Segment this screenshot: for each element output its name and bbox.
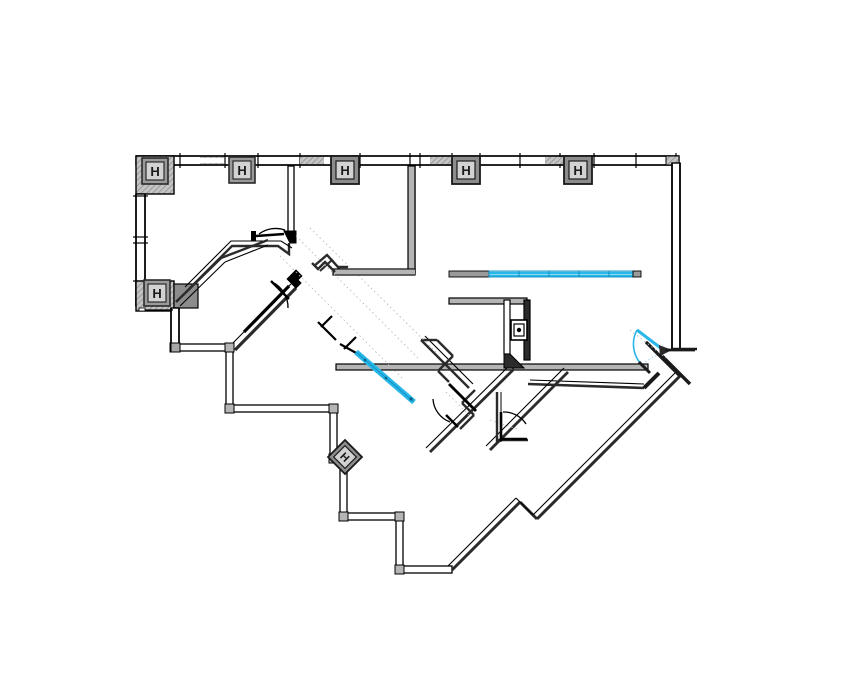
- sw-lower-walls: [338, 458, 453, 575]
- h-marker-label: H: [461, 163, 470, 178]
- h-marker-1: H: [141, 157, 169, 185]
- corridor-wall-nw-inner: [184, 240, 293, 288]
- corridor-stub-1: [317, 315, 337, 341]
- h-marker-label: H: [340, 163, 349, 178]
- mid-diagonal-wall-a: [425, 364, 515, 453]
- dotted-guides: [279, 227, 667, 431]
- window-band-top: [181, 158, 665, 163]
- sw-wing-walls: [169, 238, 343, 464]
- h-marker-5: H: [563, 155, 593, 185]
- door-nw-corridor: [251, 227, 286, 241]
- right-exterior-wall: [671, 162, 681, 350]
- wc-fixture: [510, 319, 528, 341]
- door-jamb-upper: [283, 230, 297, 244]
- h-marker-label: H: [237, 163, 246, 178]
- glass-partitions: [354, 270, 642, 405]
- door-central-mid: [499, 411, 527, 441]
- mid-diagonal-wall-b: [485, 367, 569, 451]
- h-markers: H H H H H: [141, 155, 593, 476]
- door-mid-left: [432, 383, 477, 428]
- door-jamb-lower: [286, 269, 303, 286]
- door-right-jambs: [644, 340, 697, 378]
- h-marker-4: H: [451, 155, 481, 185]
- doors: [242, 227, 697, 441]
- glass-partition-diagonal: [354, 349, 416, 405]
- h-marker-label: H: [152, 286, 161, 301]
- corridor-stub-2: [339, 336, 359, 355]
- partition-nw-vertical: [287, 165, 295, 237]
- h-marker-6: H: [143, 279, 171, 307]
- h-marker-3: H: [330, 155, 360, 185]
- corridor-diagonal-wall: [230, 277, 302, 352]
- corridor-wall-se2: [319, 258, 342, 272]
- partition-nmid-vertical: [407, 165, 416, 275]
- mid-left-rooms: [420, 335, 474, 389]
- glass-partition-main: [448, 270, 642, 278]
- central-horizontal-wall: [335, 363, 649, 371]
- h-marker-label: H: [573, 163, 582, 178]
- misc-details: [138, 307, 181, 353]
- exterior-walls: [133, 153, 681, 351]
- nw-room-angled-detail: [311, 260, 415, 276]
- h-marker-label: H: [150, 164, 159, 179]
- h-marker-2: H: [228, 156, 256, 184]
- interior-walls: [169, 165, 682, 575]
- door-cyan-right: [632, 328, 695, 386]
- door-lower-corridor: [242, 284, 291, 334]
- h-marker-7-rotated: H: [326, 438, 364, 476]
